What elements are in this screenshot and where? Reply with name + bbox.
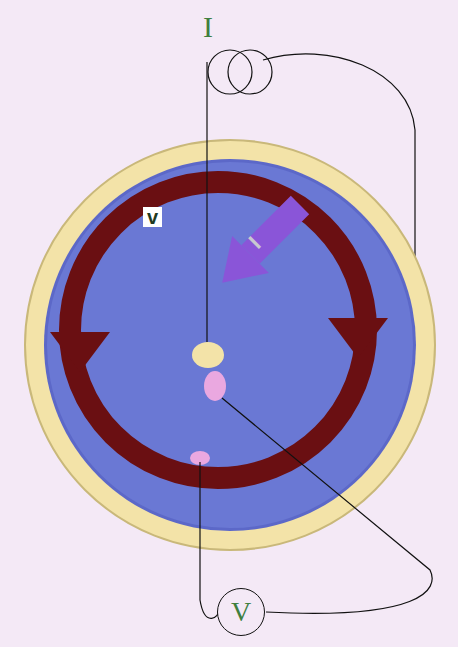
current-source-symbol [228,50,272,94]
current-arrow [204,187,319,302]
probe-contact [204,371,226,401]
disk [44,159,416,531]
symbol-label: V [231,598,251,626]
velocity-label: v [143,207,162,227]
arrowhead [328,318,388,358]
wire [222,398,432,613]
center-electrode [192,342,224,368]
voltmeter: V [217,588,265,636]
current-source-symbol [208,50,252,94]
wire [200,462,218,618]
wire [206,62,207,342]
outer-ring [25,140,435,550]
disk-inner [47,162,413,528]
symbol-label: I [203,12,213,42]
arrowhead [50,332,110,372]
current-source: I [185,8,231,46]
circulation-ring [70,182,366,478]
